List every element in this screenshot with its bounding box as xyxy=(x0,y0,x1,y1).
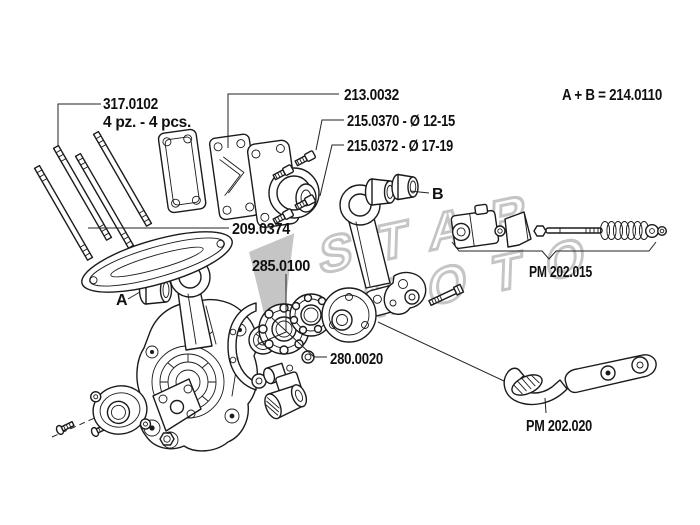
silent-block-bushings-b xyxy=(364,173,419,206)
mount-plate xyxy=(152,378,202,432)
label-screws-large: 215.0372 - Ø 17-19 xyxy=(347,138,453,155)
washer-small xyxy=(301,350,315,364)
label-tensioner-kit: PM 202.015 xyxy=(529,264,592,281)
reed-gasket-plate xyxy=(157,128,207,214)
label-case-gasket: 285.0100 xyxy=(252,258,310,275)
bearing-cover-flange xyxy=(90,385,152,435)
watermark-swoosh xyxy=(249,233,295,322)
label-marker-b: B xyxy=(432,186,443,203)
leader-lines xyxy=(57,93,547,414)
studs xyxy=(33,130,153,261)
tensioner-kit xyxy=(450,203,668,260)
label-assembly-note: A + B = 214.0110 xyxy=(562,87,662,104)
spring xyxy=(599,221,650,240)
labels: 317.0102 4 pz. - 4 pcs. 213.0032 215.037… xyxy=(103,87,663,435)
label-lever-kit: PM 202.020 xyxy=(526,418,592,435)
label-screws-small: 215.0370 - Ø 12-15 xyxy=(347,113,455,130)
crankpin-group xyxy=(251,362,308,420)
tensioner-kit-brace xyxy=(451,241,657,260)
crank-web xyxy=(321,287,377,343)
manifold-screws xyxy=(272,150,317,225)
reed-valve-cage xyxy=(208,133,260,221)
label-marker-a: A xyxy=(116,292,128,309)
lever-kit xyxy=(503,354,657,406)
long-bolt xyxy=(428,283,465,307)
nut xyxy=(159,432,175,446)
intake-gasket xyxy=(81,231,233,293)
label-intake-gasket: 209.0374 xyxy=(232,221,290,238)
label-studs-qty: 4 pz. - 4 pcs. xyxy=(103,114,191,131)
label-studs-part: 317.0102 xyxy=(103,96,158,113)
cover-group xyxy=(55,378,202,446)
label-reed-manifold: 213.0032 xyxy=(344,87,399,104)
support-bracket xyxy=(383,271,427,315)
label-bearing: 280.0020 xyxy=(330,351,383,368)
ball-bearing-small xyxy=(289,293,333,337)
